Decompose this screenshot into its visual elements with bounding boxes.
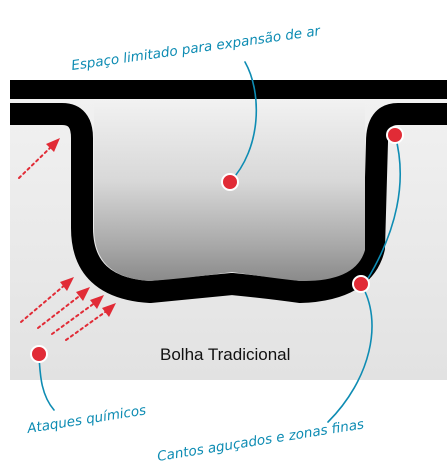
marker-dot-left xyxy=(30,345,48,363)
attack-arrow-2 xyxy=(20,283,67,323)
leader-line-right-upper xyxy=(366,134,401,281)
marker-dot-corner-lower xyxy=(352,275,370,293)
attack-arrow-4 xyxy=(51,301,97,335)
marker-dot-cavity xyxy=(221,173,239,191)
attack-arrowhead-2 xyxy=(60,277,74,291)
attack-arrowhead-3 xyxy=(76,287,90,301)
attack-arrow-1 xyxy=(18,145,53,179)
top-callout: Espaço limitado para expansão de ar xyxy=(70,23,322,74)
marker-dot-corner-upper xyxy=(386,126,404,144)
attack-arrow-5 xyxy=(65,309,109,341)
leader-line-right-lower xyxy=(327,283,373,423)
attack-arrowhead-4 xyxy=(90,295,104,309)
attack-arrowhead-5 xyxy=(102,303,116,317)
attack-arrowhead-1 xyxy=(46,138,60,152)
attack-arrow-3 xyxy=(37,293,83,329)
leader-line-top xyxy=(229,61,258,183)
center-label: Bolha Tradicional xyxy=(160,345,290,364)
top-foil-strip xyxy=(10,80,447,99)
right-callout: Cantos aguçados e zonas finas xyxy=(156,416,365,465)
left-callout: Ataques químicos xyxy=(25,402,147,437)
blister-outline xyxy=(10,103,447,303)
